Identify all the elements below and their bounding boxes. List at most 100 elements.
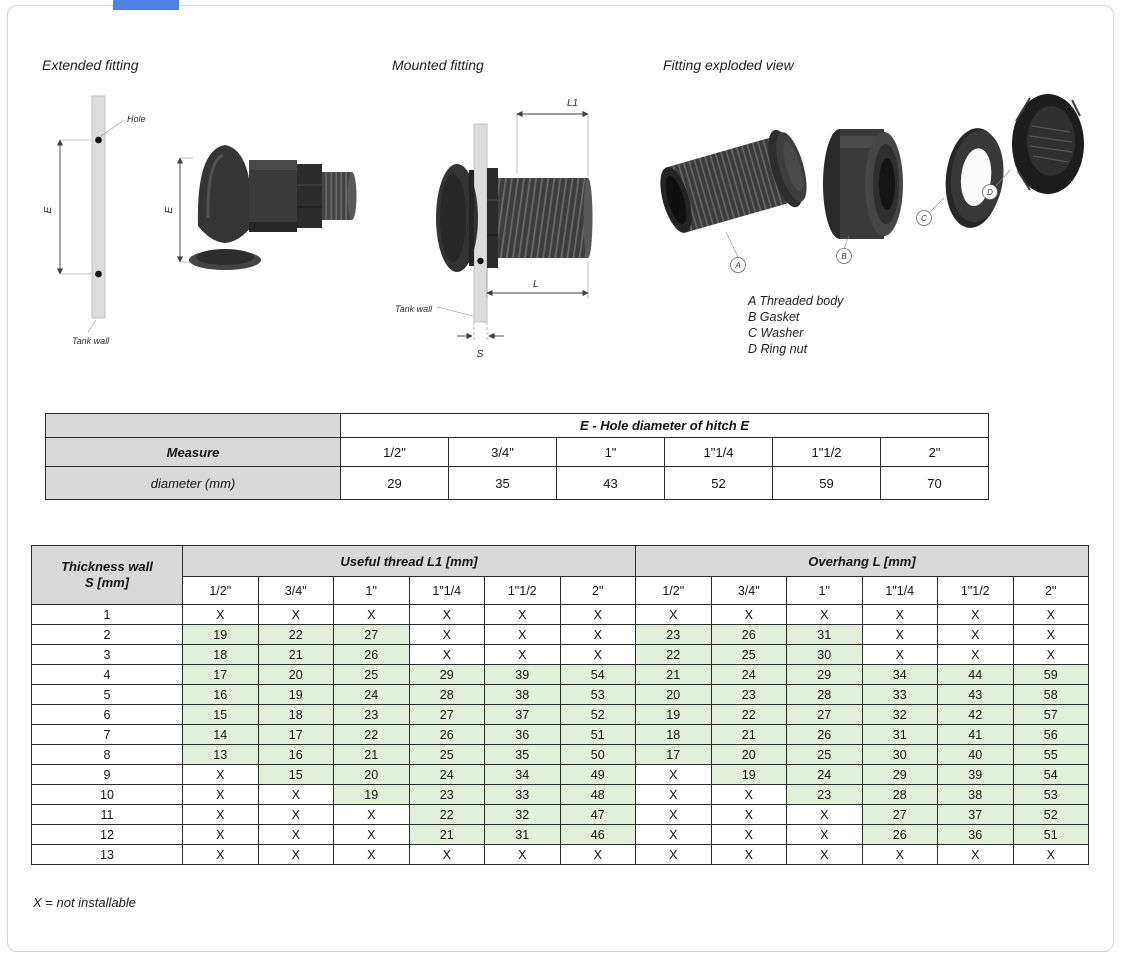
l-value: 17	[635, 744, 712, 765]
l-value: 22	[710, 704, 787, 725]
callout-d	[982, 184, 998, 200]
l-value: 56	[1012, 724, 1089, 745]
l1-value: 49	[559, 764, 636, 785]
hole-table-measure-label: Measure	[45, 437, 341, 467]
l-value: 28	[861, 784, 938, 805]
l-value: 54	[1012, 764, 1089, 785]
l-value: 30	[861, 744, 938, 765]
l-value: 25	[786, 744, 863, 765]
l-value: 19	[635, 704, 712, 725]
l1-value: 21	[333, 744, 410, 765]
hole-label: Hole	[127, 114, 146, 124]
l1-value: 19	[257, 684, 334, 705]
thickness-value: 8	[31, 744, 183, 765]
main-size-header: 2"	[559, 576, 636, 605]
thickness-value: 2	[31, 624, 183, 645]
l-value: 52	[1012, 804, 1089, 825]
hole-diameter-value: 52	[664, 466, 773, 500]
main-size-header: 1"1/2	[484, 576, 561, 605]
l1-value: X	[257, 604, 334, 625]
l1-value: 20	[333, 764, 410, 785]
l1-value: X	[182, 764, 259, 785]
svg-text:C: C	[921, 214, 927, 223]
group-header-l: Overhang L [mm]	[635, 545, 1089, 577]
l-value: 23	[635, 624, 712, 645]
l1-value: 16	[182, 684, 259, 705]
l1-value: 33	[484, 784, 561, 805]
main-size-header: 1/2"	[182, 576, 259, 605]
l1-value: X	[484, 644, 561, 665]
hole-diameter-value: 43	[556, 466, 665, 500]
l-value: 20	[635, 684, 712, 705]
l-value: X	[710, 784, 787, 805]
l-value: X	[861, 644, 938, 665]
part-ring-nut	[1012, 94, 1084, 194]
thickness-value: 3	[31, 644, 183, 665]
l1-value: 22	[408, 804, 485, 825]
l1-value: 21	[408, 824, 485, 845]
l1-value: X	[333, 824, 410, 845]
main-size-header: 1/2"	[635, 576, 712, 605]
hole-row-label: diameter (mm)	[45, 466, 341, 500]
hole-col-header: 3/4"	[448, 437, 557, 467]
l1-value: 18	[182, 644, 259, 665]
l-value: 30	[786, 644, 863, 665]
top-toolbar-fragment	[113, 0, 179, 10]
extended-fitting-illustration	[189, 145, 357, 270]
l-value: X	[786, 824, 863, 845]
l1-value: 13	[182, 744, 259, 765]
part-label-b: B Gasket	[748, 310, 800, 324]
l-value: 43	[937, 684, 1014, 705]
l-value: X	[1012, 624, 1089, 645]
l1-value: X	[333, 844, 410, 865]
l1-value: 26	[333, 644, 410, 665]
main-size-header: 1"1/4	[861, 576, 938, 605]
svg-text:A: A	[734, 261, 740, 270]
hole-col-header: 1/2"	[340, 437, 449, 467]
l-value: 42	[937, 704, 1014, 725]
l1-value: X	[484, 624, 561, 645]
l1-value: 21	[257, 644, 334, 665]
l1-value: 29	[408, 664, 485, 685]
l1-value: 50	[559, 744, 636, 765]
l-value: 41	[937, 724, 1014, 745]
l-value: X	[710, 824, 787, 845]
main-size-header: 1"1/2	[937, 576, 1014, 605]
part-gasket-collar	[823, 129, 903, 239]
l-value: X	[710, 844, 787, 865]
extended-fitting-title: Extended fitting	[42, 57, 139, 73]
l1-value: 51	[559, 724, 636, 745]
l-value: 23	[710, 684, 787, 705]
l1-value: X	[182, 824, 259, 845]
l1-value: 22	[333, 724, 410, 745]
l-value: 27	[861, 804, 938, 825]
dimension-s-label: S	[477, 349, 484, 360]
l1-value: 25	[333, 664, 410, 685]
group-header-l1: Useful thread L1 [mm]	[182, 545, 636, 577]
l-value: 27	[786, 704, 863, 725]
main-size-header: 1"1/4	[408, 576, 485, 605]
l1-value: 18	[257, 704, 334, 725]
dimension-l-label: L	[533, 279, 539, 290]
l-value: 24	[710, 664, 787, 685]
l1-value: X	[559, 624, 636, 645]
extended-fitting-diagram: E Hole Tank wall E	[43, 95, 357, 346]
l-value: 29	[861, 764, 938, 785]
l-value: X	[710, 604, 787, 625]
thickness-value: 6	[31, 704, 183, 725]
main-size-header: 1"	[786, 576, 863, 605]
hole-bottom-marker	[95, 270, 102, 278]
l1-value: 17	[182, 664, 259, 685]
thickness-value: 5	[31, 684, 183, 705]
l1-value: 48	[559, 784, 636, 805]
l-value: X	[861, 624, 938, 645]
l1-value: X	[257, 824, 334, 845]
main-size-header: 3/4"	[257, 576, 334, 605]
part-label-c: C Washer	[748, 326, 804, 340]
